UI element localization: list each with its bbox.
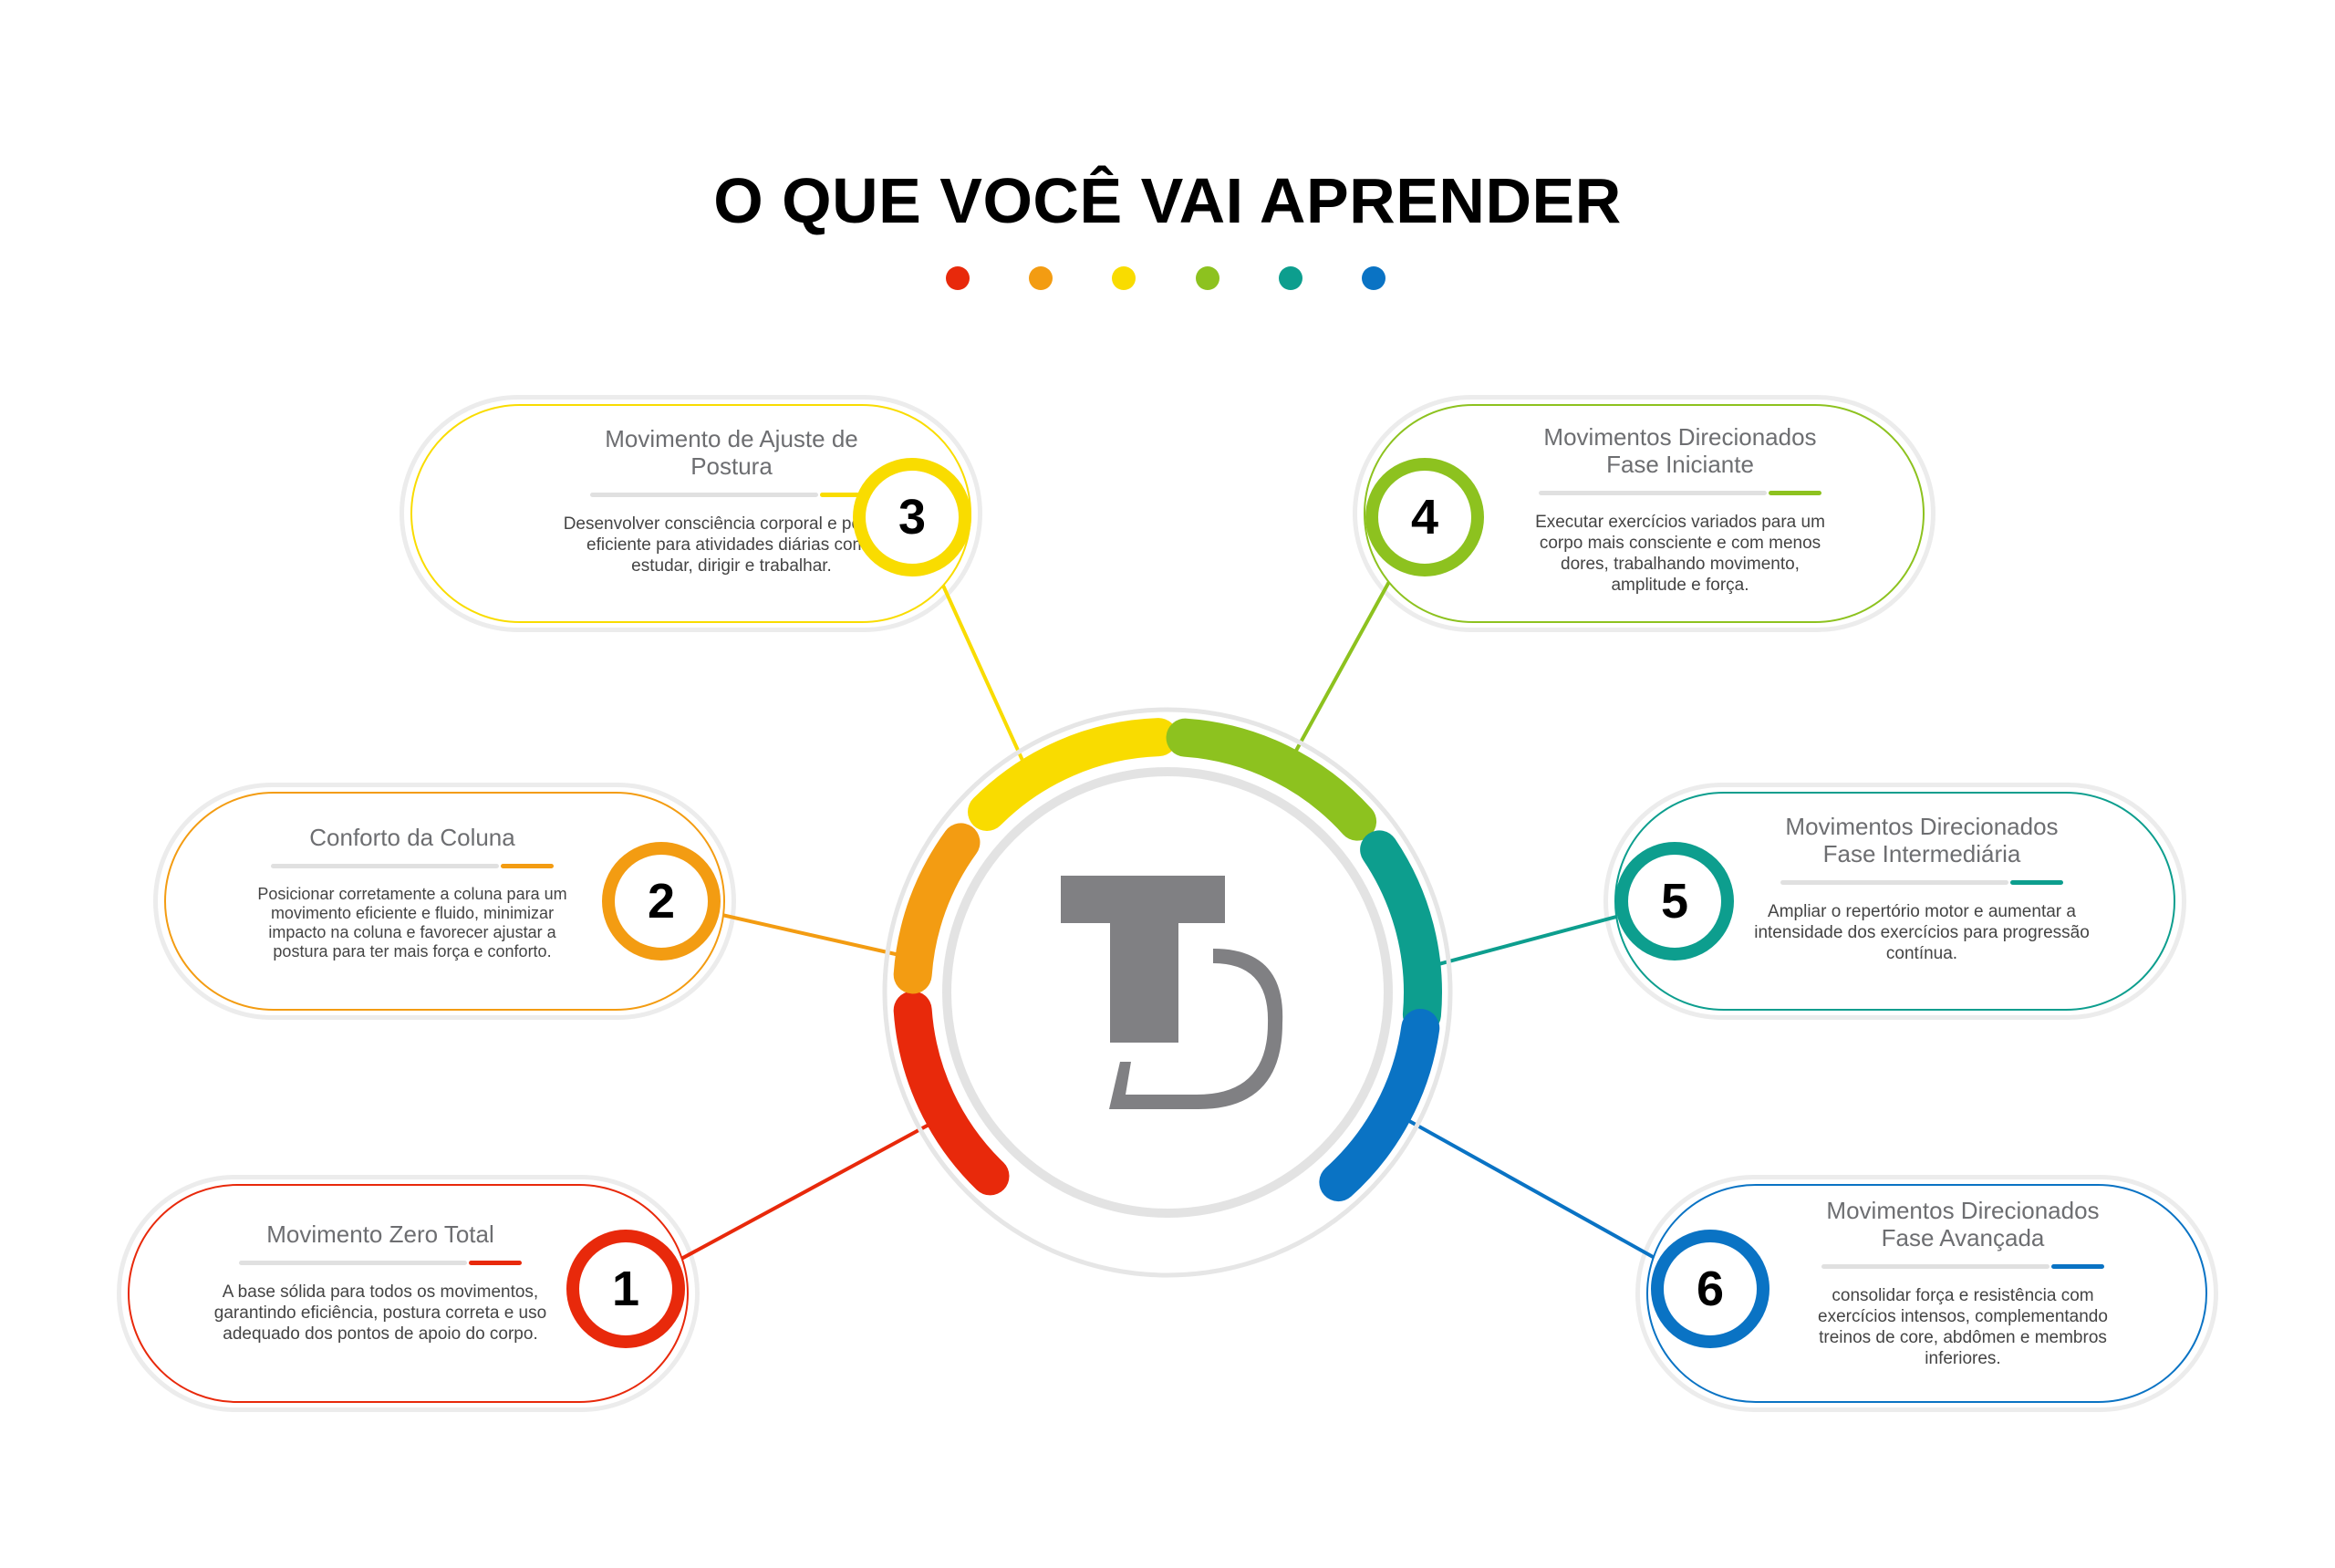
step-badge-4: 4 (1365, 458, 1484, 576)
title-underline (1821, 1263, 2104, 1269)
step-title: Movimentos Direcionados Fase Avançada (1826, 1196, 2100, 1251)
title-underline (1539, 490, 1821, 495)
step-title: Conforto da Coluna (309, 823, 515, 851)
title-underline (1780, 880, 2063, 885)
hub-arc-5 (1360, 830, 1442, 1034)
hub-outer-ring (882, 707, 1453, 1278)
step-card-1: Movimento Zero Total A base sólida para … (117, 1175, 700, 1412)
step-badge-2: 2 (602, 842, 721, 961)
step-description: A base sólida para todos os movimentos, … (213, 1282, 547, 1344)
hub-arc-2 (893, 823, 981, 994)
step-description: Executar exercícios variados para um cor… (1535, 512, 1825, 595)
step-title: Movimento de Ajuste de Postura (605, 425, 858, 480)
hub-arcs (893, 718, 1442, 1202)
hub-arc-4 (1166, 718, 1377, 841)
title-underline (239, 1261, 522, 1265)
page-title: O QUE VOCÊ VAI APRENDER (713, 165, 1622, 236)
step-badge-5: 5 (1615, 842, 1734, 961)
td-logo (1061, 876, 1283, 1109)
title-underline (590, 493, 873, 497)
step-badge-1: 1 (566, 1230, 685, 1348)
hub-arc-1 (893, 991, 1010, 1196)
step-badge-6: 6 (1651, 1230, 1769, 1348)
hub-arc-6 (1319, 1008, 1440, 1202)
step-title: Movimentos Direcionados Fase Iniciante (1543, 422, 1817, 478)
step-description: Desenvolver consciência corporal e postu… (563, 514, 900, 576)
step-badge-3: 3 (853, 458, 971, 576)
logo-t-shape (1061, 876, 1225, 1043)
step-title: Movimento Zero Total (266, 1220, 494, 1248)
step-description: Ampliar o repertório motor e aumentar a … (1754, 902, 2090, 963)
step-title: Movimentos Direcionados Fase Intermediár… (1785, 813, 2059, 867)
title-underline (271, 863, 554, 868)
step-description: Posicionar corretamente a coluna para um… (257, 884, 567, 961)
step-description: consolidar força e resistência com exerc… (1818, 1285, 2108, 1368)
step-card-6: Movimentos Direcionados Fase Avançada co… (1635, 1175, 2218, 1412)
hub-arc-3 (968, 718, 1178, 832)
